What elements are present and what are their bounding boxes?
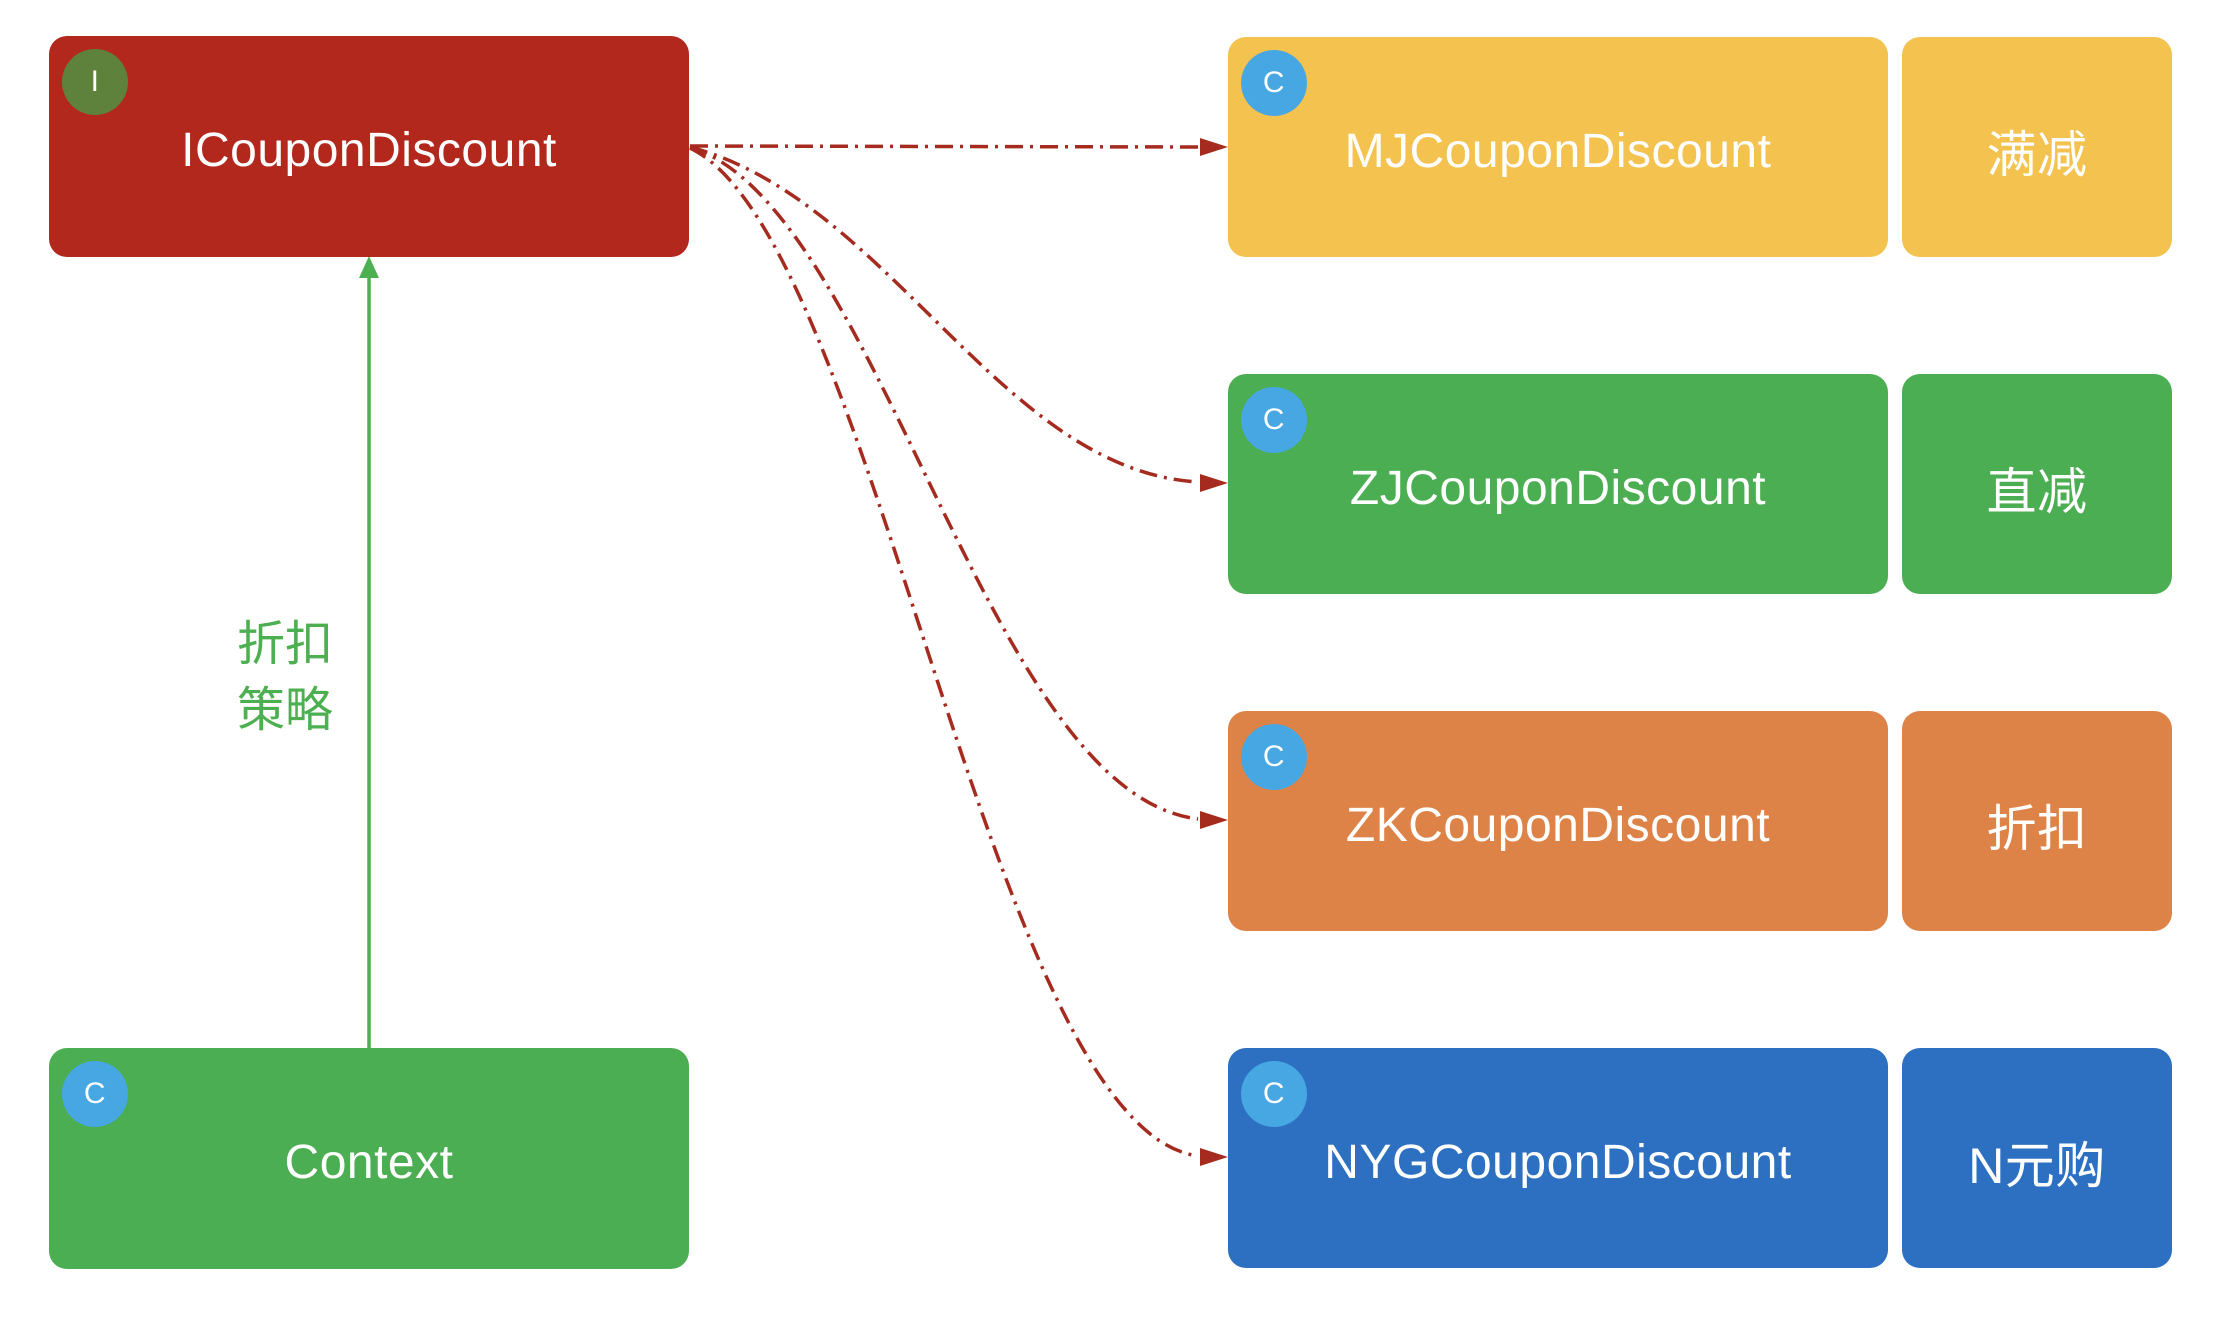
tag-label: 折扣 — [1986, 801, 2088, 857]
tag-node-zhekou: 折扣 — [1902, 711, 2172, 931]
inheritance-arrow-zk — [689, 145, 1228, 829]
context-badge: C — [62, 1061, 128, 1127]
strategy-label-line2: 策略 — [236, 684, 333, 737]
strategy-label-line1: 折扣 — [236, 618, 333, 671]
tag-label: 满减 — [1986, 127, 2088, 183]
class-badge: C — [1241, 1061, 1307, 1127]
class-badge: C — [1241, 50, 1307, 116]
class-badge: C — [1241, 387, 1307, 453]
interface-badge: I — [62, 49, 128, 115]
class-name: ZKCouponDiscount — [1345, 798, 1771, 852]
class-badge: C — [1241, 724, 1307, 790]
context-node: C Context — [49, 1048, 689, 1269]
tag-label: N元购 — [1968, 1138, 2106, 1194]
inheritance-arrow-zj — [689, 145, 1228, 492]
interface-node-icoupondiscount: I ICouponDiscount — [49, 36, 689, 257]
inheritance-arrow-nyg — [689, 146, 1228, 1166]
class-node-zkcoupondiscount: C ZKCouponDiscount — [1228, 711, 1888, 931]
strategy-arrow-label: 折扣 策略 — [200, 612, 370, 744]
inheritance-arrow-mj — [689, 138, 1228, 156]
class-node-nygcoupondiscount: C NYGCouponDiscount — [1228, 1048, 1888, 1268]
tag-node-nyuangou: N元购 — [1902, 1048, 2172, 1268]
class-name: ZJCouponDiscount — [1349, 461, 1767, 515]
context-name: Context — [284, 1136, 454, 1189]
class-node-mjcoupondiscount: C MJCouponDiscount — [1228, 37, 1888, 257]
interface-name: ICouponDiscount — [181, 124, 557, 177]
class-name: NYGCouponDiscount — [1324, 1135, 1792, 1189]
class-name: MJCouponDiscount — [1344, 124, 1772, 178]
class-node-zjcoupondiscount: C ZJCouponDiscount — [1228, 374, 1888, 594]
tag-label: 直减 — [1986, 464, 2088, 520]
tag-node-manjian: 满减 — [1902, 37, 2172, 257]
tag-node-zhijian: 直减 — [1902, 374, 2172, 594]
strategy-arrow — [359, 256, 379, 1048]
